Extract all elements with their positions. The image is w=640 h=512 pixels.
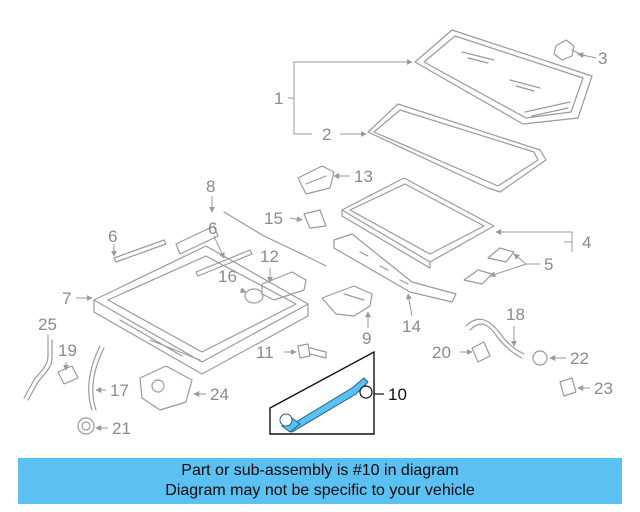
part-4-seal-frame xyxy=(341,177,495,269)
part-18-hose xyxy=(465,318,525,359)
callout-18: 18 xyxy=(506,305,525,324)
part-24-motor xyxy=(139,365,193,411)
part-14-deflector xyxy=(333,233,457,303)
callout-6-left: 6 xyxy=(108,227,117,246)
callout-11: 11 xyxy=(256,343,274,362)
callout-2: 2 xyxy=(322,125,331,144)
part-10-inset xyxy=(269,350,384,435)
part-17-hose xyxy=(88,345,105,411)
callout-8: 8 xyxy=(206,177,215,196)
callout-16: 16 xyxy=(218,267,237,286)
callout-23: 23 xyxy=(594,379,613,398)
callout-25: 25 xyxy=(38,315,57,334)
part-21-grommet xyxy=(77,417,95,435)
callout-3: 3 xyxy=(598,49,607,68)
part-15-clip xyxy=(303,209,327,229)
callout-20: 20 xyxy=(432,343,451,362)
part-12-bracket xyxy=(261,271,307,301)
part-6-rail-right xyxy=(195,249,253,277)
callout-5: 5 xyxy=(544,255,553,274)
part-6-rail-left xyxy=(113,239,167,263)
callout-15: 15 xyxy=(264,209,283,228)
callout-4: 4 xyxy=(582,233,591,252)
part-22-grommet xyxy=(532,350,548,366)
callout-12: 12 xyxy=(260,247,279,266)
callout-24: 24 xyxy=(210,385,229,404)
part-16-nut xyxy=(244,288,264,304)
part-11-bolt xyxy=(297,343,327,359)
part-23-valve xyxy=(559,377,577,397)
banner-line-2: Diagram may not be specific to your vehi… xyxy=(165,482,475,499)
callout-17: 17 xyxy=(110,381,129,400)
callout-13: 13 xyxy=(354,167,373,186)
info-banner: Part or sub-assembly is #10 in diagram D… xyxy=(18,458,622,504)
leader-lines xyxy=(47,52,597,431)
part-20-clip xyxy=(471,341,491,363)
part-13-bracket xyxy=(297,165,335,195)
callout-21: 21 xyxy=(112,419,131,438)
callout-7: 7 xyxy=(62,289,71,308)
callout-10: 10 xyxy=(388,385,407,404)
part-25-hose xyxy=(23,339,53,401)
part-1-glass-panel xyxy=(414,29,593,125)
callout-22: 22 xyxy=(570,349,589,368)
callout-6-right: 6 xyxy=(208,219,217,238)
callout-9: 9 xyxy=(362,329,371,348)
callout-19: 19 xyxy=(58,341,77,360)
part-5-brackets xyxy=(463,247,515,285)
banner-line-1: Part or sub-assembly is #10 in diagram xyxy=(181,462,459,479)
part-19-clip xyxy=(57,365,79,385)
part-9-bracket xyxy=(321,285,373,317)
part-2-weatherstrip xyxy=(367,103,547,193)
callout-1: 1 xyxy=(274,89,283,108)
callout-14: 14 xyxy=(402,317,421,336)
part-8-cable xyxy=(223,211,327,267)
part-3-bolt xyxy=(553,39,585,61)
part-7-frame xyxy=(93,225,309,375)
